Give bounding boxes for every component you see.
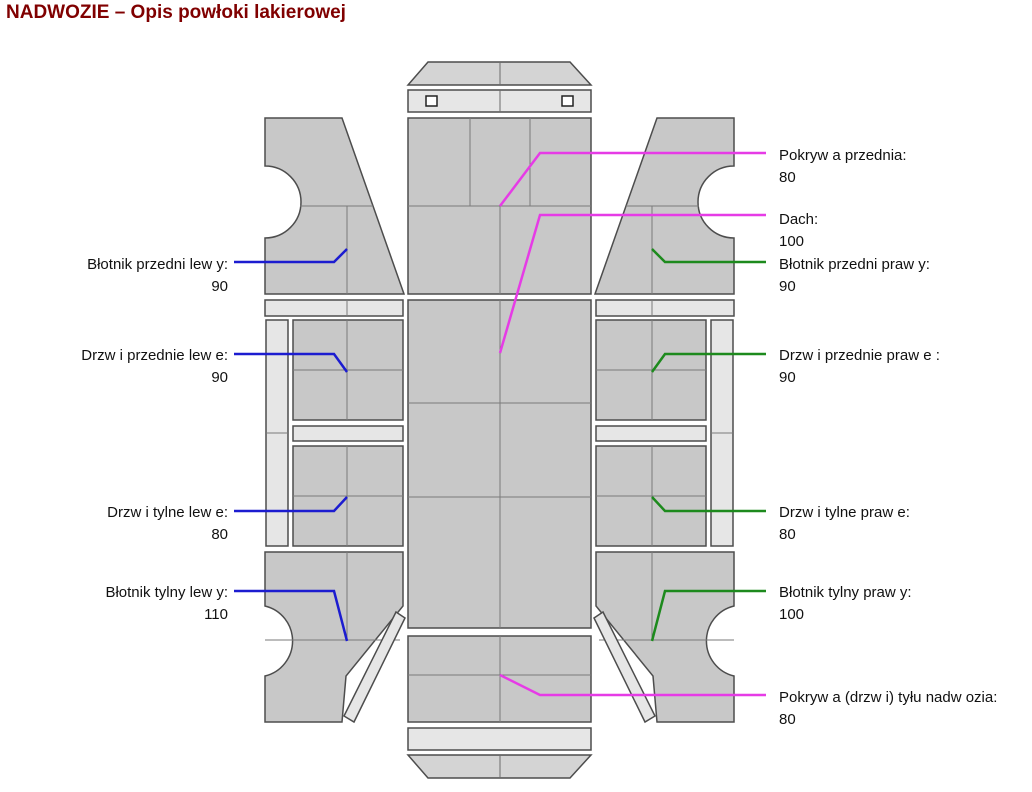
left-rear-pillar-strip <box>343 610 406 724</box>
left-front-fender-value: 90 <box>211 278 228 295</box>
leader-left-rear-door <box>234 496 348 513</box>
hood-label: Pokryw a przednia: <box>779 147 907 164</box>
rear-hatch-label: Pokryw a (drzw i) tyłu nadw ozia: <box>779 689 997 706</box>
right-rear-door <box>595 445 707 547</box>
left-rear-fender-label: Błotnik tylny lew y: <box>105 584 228 601</box>
left-rear-fender-value: 110 <box>204 606 228 623</box>
rear-bumper <box>406 754 593 779</box>
left-sill <box>265 319 289 547</box>
roof-value: 100 <box>779 233 804 250</box>
left-front-door <box>292 319 404 421</box>
leader-lines <box>234 151 766 697</box>
front-bumper <box>406 61 593 86</box>
leader-rear-hatch <box>499 673 766 697</box>
right-rear-door-label: Drzw i tylne praw e: <box>779 504 910 521</box>
left-front-fender <box>264 117 406 295</box>
labels-left: Błotnik przedni lew y: 90 Drzw i przedni… <box>81 256 228 623</box>
leader-right-rear-door <box>651 496 766 513</box>
left-rear-door-label: Drzw i tylne lew e: <box>107 504 228 521</box>
leader-right-front-door <box>650 352 766 373</box>
leader-left-front-fender <box>234 248 348 264</box>
labels-right: Pokryw a przednia: 80 Dach: 100 Błotnik … <box>779 147 997 728</box>
left-rear-fender <box>264 551 404 723</box>
left-rear-door <box>292 445 404 547</box>
leader-left-front-door <box>234 352 349 373</box>
right-front-fender <box>593 117 735 295</box>
hood-value: 80 <box>779 169 796 186</box>
right-door-strip <box>595 425 707 442</box>
hood-panel <box>407 117 592 295</box>
right-rocker-strip <box>595 299 735 317</box>
left-front-door-label: Drzw i przednie lew e: <box>81 347 228 364</box>
leader-hood <box>499 151 766 207</box>
leader-right-front-fender <box>651 248 766 264</box>
leader-right-rear-fender <box>650 589 766 642</box>
right-front-door-value: 90 <box>779 369 796 386</box>
left-rear-door-value: 80 <box>211 526 228 543</box>
left-front-door-value: 90 <box>211 369 228 386</box>
leader-left-rear-fender <box>234 589 349 642</box>
right-rear-fender-value: 100 <box>779 606 804 623</box>
leader-roof <box>498 213 766 354</box>
page-title: NADWOZIE – Opis powłoki lakierowej <box>6 2 346 23</box>
left-rocker-strip <box>264 299 404 317</box>
right-sill <box>710 319 734 547</box>
right-front-fender-label: Błotnik przedni praw y: <box>779 256 930 273</box>
right-front-fender-value: 90 <box>779 278 796 295</box>
right-rear-fender <box>595 551 735 723</box>
rear-trim <box>407 727 592 751</box>
roof-panel <box>407 299 592 629</box>
right-front-door <box>595 319 707 421</box>
left-door-strip <box>292 425 404 442</box>
rear-hatch-value: 80 <box>779 711 796 728</box>
rear-hatch-panel <box>407 635 592 723</box>
front-grille <box>407 89 592 113</box>
right-rear-fender-label: Błotnik tylny praw y: <box>779 584 912 601</box>
roof-label: Dach: <box>779 211 818 228</box>
left-front-fender-label: Błotnik przedni lew y: <box>87 256 228 273</box>
right-rear-door-value: 80 <box>779 526 796 543</box>
right-front-door-label: Drzw i przednie praw e : <box>779 347 940 364</box>
